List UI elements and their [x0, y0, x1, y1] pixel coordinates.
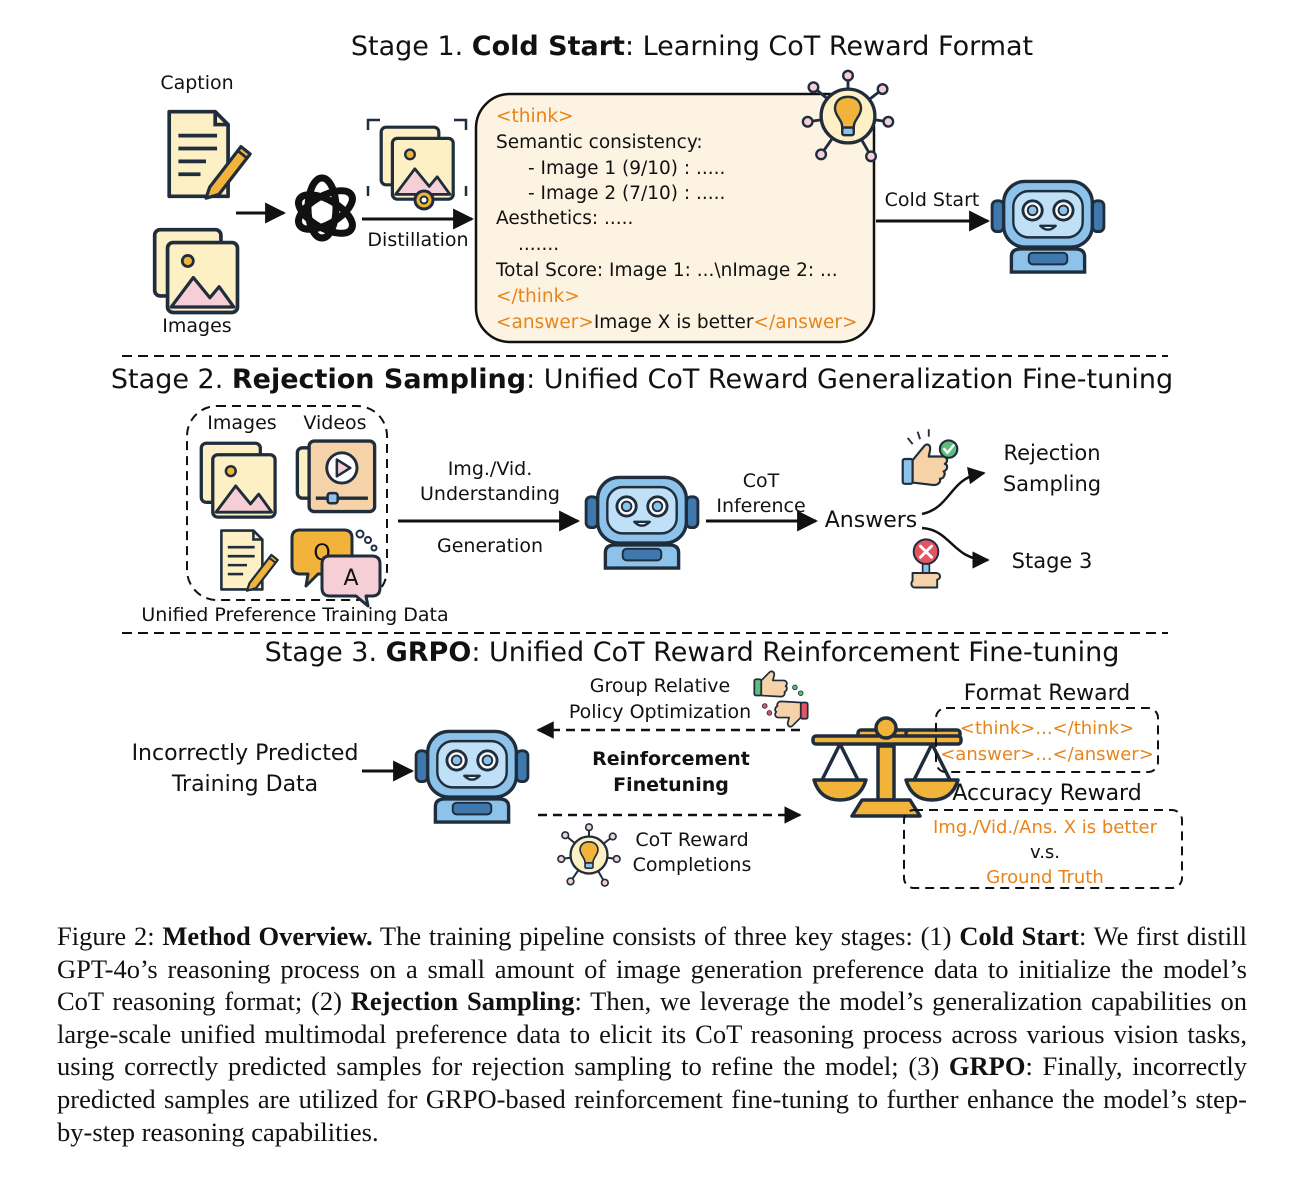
stage2-images-icon [199, 441, 277, 519]
cot-line-total: Total Score: Image 1: ...\nImage 2: ... [495, 260, 838, 281]
cot-answer-line: <answer>Image X is better</answer> [496, 312, 858, 333]
stage2-images-label: Images [207, 412, 276, 434]
figure-caption: Figure 2: Method Overview. The training … [57, 921, 1248, 1147]
cot-line-image2: - Image 2 (7/10) : ..... [528, 183, 725, 204]
method-overview-diagram: Stage 1. Cold Start: Learning CoT Reward… [111, 31, 1183, 889]
accuracy-vs-line: v.s. [1030, 842, 1060, 863]
distillation-label: Distillation [367, 229, 468, 251]
reinforcement-label-line1: Reinforcement [592, 748, 750, 770]
stage2-title: Stage 2. Rejection Sampling: Unified CoT… [111, 364, 1173, 395]
stage3-target-label: Stage 3 [1012, 549, 1093, 573]
format-answer-line: <answer>...</answer> [940, 744, 1154, 765]
format-reward-label: Format Reward [964, 681, 1130, 706]
thumbs-pair-icon [753, 670, 809, 728]
incorrect-data-line1: Incorrectly Predicted [132, 741, 359, 766]
robot-icon-stage1 [990, 179, 1106, 274]
a-letter: A [343, 566, 358, 591]
grpo-label-line1: Group Relative [590, 675, 731, 697]
images-label: Images [162, 315, 231, 337]
cold-start-label: Cold Start [885, 189, 980, 211]
document-pen-icon [167, 109, 252, 201]
cot-line-dots: ....... [518, 234, 559, 255]
reject-sign-icon [909, 537, 942, 589]
accuracy-reward-label: Accuracy Reward [952, 781, 1141, 806]
format-reward-box [935, 707, 1159, 773]
accuracy-prediction-line: Img./Vid./Ans. X is better [933, 817, 1158, 838]
robot-icon-stage3 [414, 729, 530, 824]
accuracy-ground-truth-line: Ground Truth [986, 867, 1104, 888]
stage2-videos-label: Videos [303, 412, 366, 434]
openai-logo-icon [295, 174, 356, 242]
thumbs-up-check-icon [901, 428, 959, 487]
cot-line-aesthetics: Aesthetics: ..... [496, 208, 633, 229]
cot-line-image1: - Image 1 (9/10) : ..... [528, 158, 725, 179]
think-close-tag: </think> [496, 286, 580, 307]
distillation-images-icon [366, 118, 468, 211]
rejection-sampling-line2: Sampling [1003, 472, 1101, 496]
preference-data-box [186, 405, 388, 601]
qa-bubbles-icon: Q A [290, 528, 382, 608]
stage1-title: Stage 1. Cold Start: Learning CoT Reward… [351, 31, 1033, 62]
reinforcement-label-line2: Finetuning [613, 774, 729, 796]
stage3-title: Stage 3. GRPO: Unified CoT Reward Reinfo… [265, 637, 1120, 668]
balance-scale-icon [811, 716, 963, 818]
completions-label-line2: Completions [633, 854, 752, 876]
caption-label: Caption [160, 72, 233, 94]
completions-label-line1: CoT Reward [635, 829, 748, 851]
video-icon [295, 439, 377, 514]
preference-data-label: Unified Preference Training Data [141, 604, 448, 626]
format-think-line: <think>...</think> [960, 718, 1134, 739]
robot-icon-stage2 [584, 475, 700, 570]
rejection-sampling-line1: Rejection [1003, 441, 1100, 465]
incorrect-data-line2: Training Data [171, 772, 318, 797]
generation-label: Generation [437, 535, 543, 557]
rejection-branch-arrow [921, 466, 986, 516]
stage3-branch-arrow [921, 526, 990, 569]
answers-label: Answers [825, 508, 918, 533]
think-open-tag: <think> [496, 106, 574, 127]
lightbulb-completions-icon [556, 822, 622, 888]
cot-inference-line2: Inference [716, 495, 805, 517]
cot-line-semantic: Semantic consistency: [496, 132, 703, 153]
understanding-label-line1: Img./Vid. [448, 458, 533, 480]
accuracy-reward-box [903, 809, 1183, 889]
cot-format-content: <think> Semantic consistency: - Image 1 … [495, 106, 858, 333]
images-icon [152, 227, 240, 315]
understanding-label-line2: Understanding [420, 483, 560, 505]
stage2-document-icon [220, 529, 280, 592]
cot-format-box [474, 92, 876, 344]
grpo-label-line2: Policy Optimization [569, 701, 751, 723]
cot-inference-line1: CoT [743, 470, 780, 492]
